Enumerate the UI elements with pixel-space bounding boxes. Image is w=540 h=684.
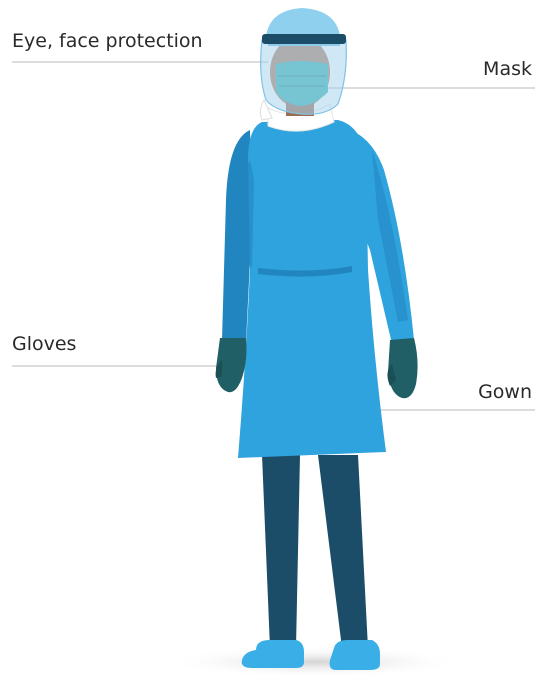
left-leg	[262, 455, 300, 648]
mask-label: Mask	[483, 60, 532, 79]
floor-shadow	[165, 646, 465, 678]
gown-label: Gown	[478, 383, 532, 402]
right-leg	[318, 455, 368, 648]
gown-body	[238, 120, 386, 458]
right-shoe-cover	[330, 640, 380, 670]
face-shield	[261, 40, 347, 114]
gloves-label: Gloves	[12, 335, 76, 354]
left-shoe-cover	[242, 640, 304, 668]
face-shield-band	[262, 34, 346, 44]
eye-face-protection-label: Eye, face protection	[12, 32, 203, 51]
